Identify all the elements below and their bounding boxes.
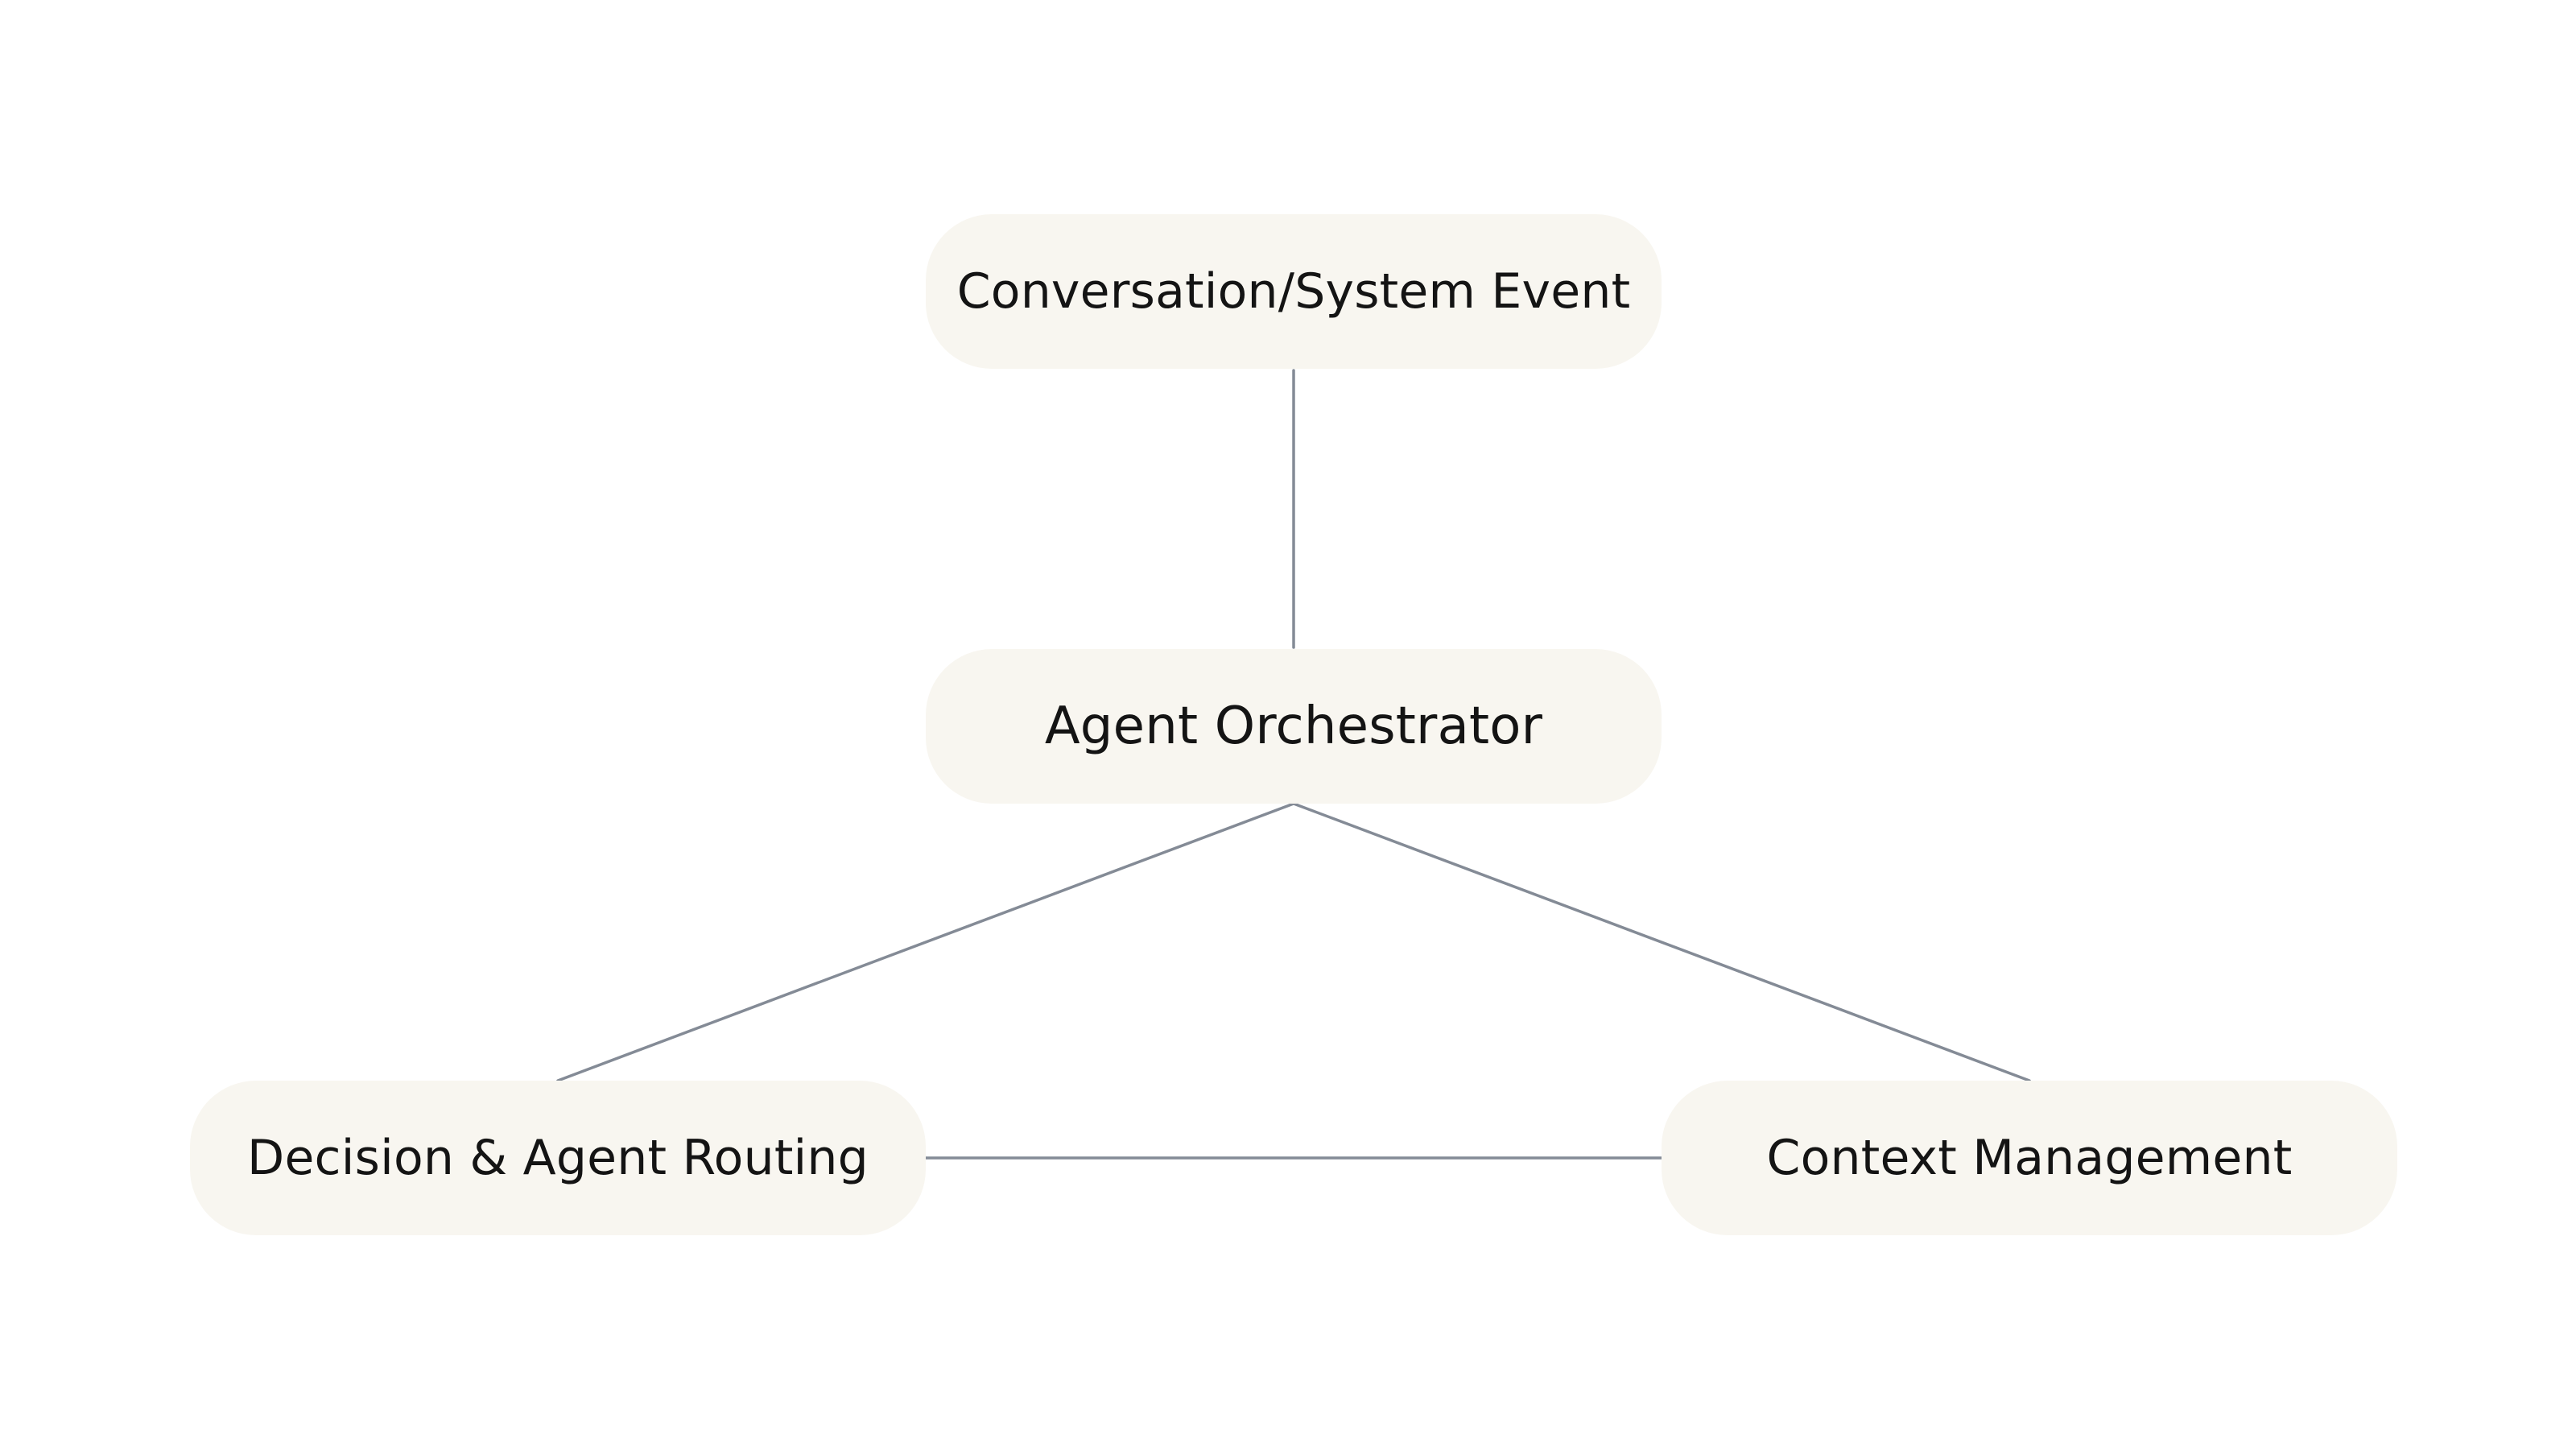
node-label: Decision & Agent Routing [247, 1130, 869, 1186]
node-label: Conversation/System Event [956, 263, 1631, 320]
node-context-management: Context Management [1662, 1081, 2397, 1235]
node-conversation-system-event: Conversation/System Event [926, 214, 1662, 369]
node-label: Context Management [1766, 1130, 2293, 1186]
node-label: Agent Orchestrator [1044, 697, 1543, 756]
node-decision-agent-routing: Decision & Agent Routing [190, 1081, 926, 1235]
node-agent-orchestrator: Agent Orchestrator [926, 649, 1662, 804]
edge-orchestrator-to-routing [556, 802, 1295, 1082]
edge-orchestrator-to-context [1292, 802, 2031, 1082]
